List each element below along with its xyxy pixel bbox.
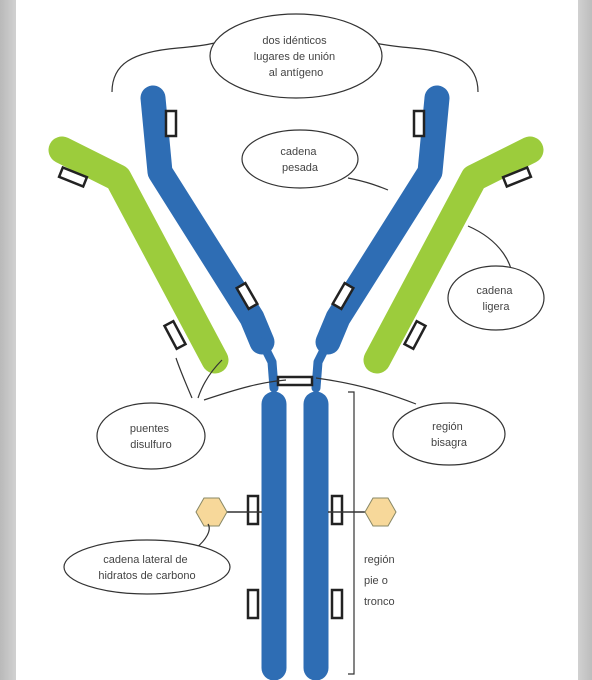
bridge-right-tip bbox=[414, 111, 424, 136]
bridge-left-stem-lower bbox=[248, 590, 258, 618]
carbohydrate-pointer bbox=[196, 524, 209, 548]
binding-sites-line-1: dos idénticos bbox=[262, 35, 327, 47]
carbohydrate-chains bbox=[196, 498, 396, 526]
binding-sites-line-3: al antígeno bbox=[269, 67, 323, 79]
bridge-right-stem-upper bbox=[332, 496, 342, 524]
light-chain-line-1: cadena bbox=[476, 285, 513, 297]
carbohydrate-line-2: hidratos de carbono bbox=[98, 570, 195, 582]
disulfide-line-1: puentes bbox=[130, 423, 170, 435]
carbohydrate-hexagon-left bbox=[196, 498, 227, 526]
carbohydrate-bubble bbox=[64, 540, 230, 594]
bridge-left-tip bbox=[166, 111, 176, 136]
hinge-pointer bbox=[316, 378, 416, 404]
binding-sites-line-2: lugares de unión bbox=[254, 51, 335, 63]
hinge-bubble bbox=[393, 403, 505, 465]
light-chain-bubble bbox=[448, 266, 544, 330]
stem-line-1: región bbox=[364, 554, 395, 566]
stem-label: región pie o tronco bbox=[364, 554, 398, 608]
hinge-line-2: bisagra bbox=[431, 437, 468, 449]
heavy-chain-pointer bbox=[348, 178, 388, 190]
disulfide-bubble bbox=[97, 403, 205, 469]
light-chain-line-2: ligera bbox=[483, 301, 511, 313]
disulfide-line-2: disulfuro bbox=[130, 439, 172, 451]
bridge-left-stem-upper bbox=[248, 496, 258, 524]
hinge-bridge bbox=[278, 377, 312, 385]
stem-line-2: pie o bbox=[364, 575, 388, 587]
heavy-chain-bubble bbox=[242, 130, 358, 188]
heavy-chain-line-1: cadena bbox=[280, 146, 317, 158]
heavy-chain-line-2: pesada bbox=[282, 162, 319, 174]
hinge-line-1: región bbox=[432, 421, 463, 433]
carbohydrate-line-1: cadena lateral de bbox=[103, 554, 187, 566]
stem-line-3: tronco bbox=[364, 596, 395, 608]
stem-bracket bbox=[348, 392, 354, 674]
carbohydrate-hexagon-right bbox=[365, 498, 396, 526]
bridge-right-stem-lower bbox=[332, 590, 342, 618]
